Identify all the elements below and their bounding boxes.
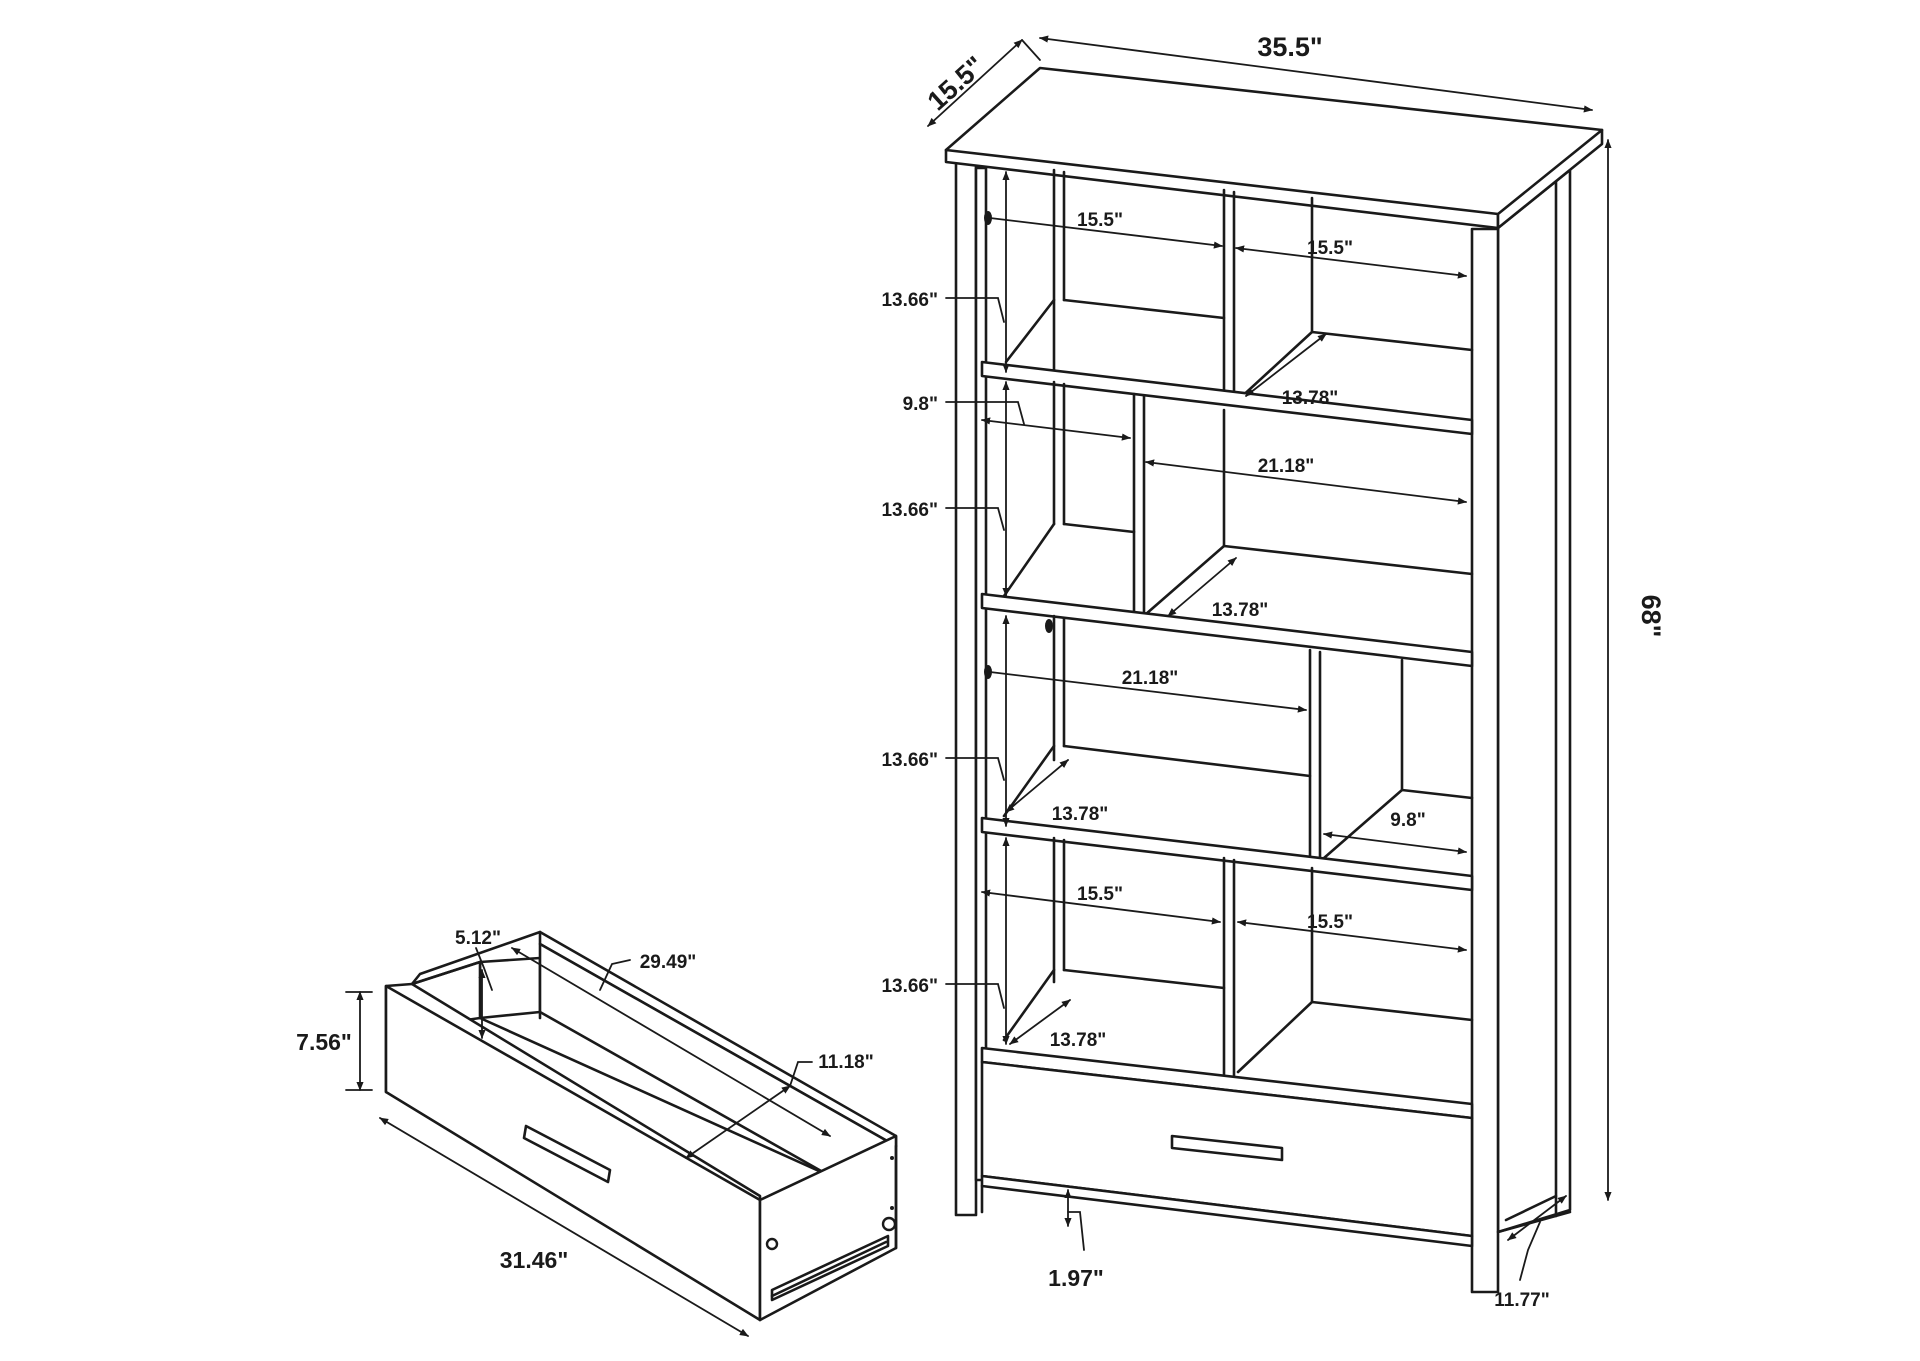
label-cubby-height-3: 13.66" xyxy=(881,750,938,771)
drawer-dimension-lines xyxy=(345,947,831,1337)
label-narrow-width-row2: 9.8" xyxy=(903,394,938,415)
drawer-detail xyxy=(384,930,898,1322)
label-cubby-height-2: 13.66" xyxy=(881,500,938,521)
label-wide-width-row2: 21.18" xyxy=(1258,456,1315,477)
label-cubby-depth-3: 13.78" xyxy=(1052,804,1109,825)
bookcase-left-side-panel xyxy=(954,161,978,1217)
bookcase-drawer-handle xyxy=(1170,1134,1284,1162)
bookcase xyxy=(944,66,1604,1294)
bookcase-kick-plate xyxy=(980,1174,1474,1248)
label-overall-height: 68" xyxy=(1636,595,1666,638)
label-cubby-depth-1: 13.78" xyxy=(1282,388,1339,409)
label-cubby-height-1: 13.66" xyxy=(881,290,938,311)
label-narrow-width-row3: 9.8" xyxy=(1390,810,1425,831)
label-cubby-width-row4-left: 15.5" xyxy=(1077,884,1123,905)
label-drawer-front-height: 7.56" xyxy=(296,1029,352,1055)
dimension-labels: 15.5" 35.5" 68" 15.5" 15.5" 13.66" 13.78… xyxy=(296,32,1666,1311)
label-cubby-width-top-left: 15.5" xyxy=(1077,210,1123,231)
drawer-back-panel xyxy=(478,956,542,1020)
label-wide-width-row3: 21.18" xyxy=(1122,668,1179,689)
bookcase-right-side-panel xyxy=(1496,168,1572,1234)
label-cubby-height-4: 13.66" xyxy=(881,976,938,997)
label-overall-depth: 15.5" xyxy=(922,50,991,116)
bookcase-dimension-lines xyxy=(927,35,1612,1281)
bookcase-shelf-2 xyxy=(980,592,1474,668)
label-cubby-width-row4-right: 15.5" xyxy=(1307,912,1353,933)
label-overall-width: 35.5" xyxy=(1257,32,1322,62)
label-floor-clearance: 1.97" xyxy=(1048,1265,1104,1291)
bookcase-shelf-3 xyxy=(980,816,1474,892)
label-base-depth: 11.77" xyxy=(1494,1290,1550,1311)
label-cubby-depth-2: 13.78" xyxy=(1212,600,1269,621)
label-cubby-width-top-right: 15.5" xyxy=(1307,238,1353,259)
label-drawer-inner-depth: 11.18" xyxy=(818,1052,874,1073)
label-drawer-inner-length: 29.49" xyxy=(640,952,697,973)
label-cubby-depth-4: 13.78" xyxy=(1050,1030,1107,1051)
bookcase-shelf-1 xyxy=(980,360,1474,436)
label-drawer-front-width: 31.46" xyxy=(500,1247,568,1273)
bookcase-right-front-post xyxy=(1470,227,1500,1294)
label-drawer-inner-height: 5.12" xyxy=(455,928,501,949)
